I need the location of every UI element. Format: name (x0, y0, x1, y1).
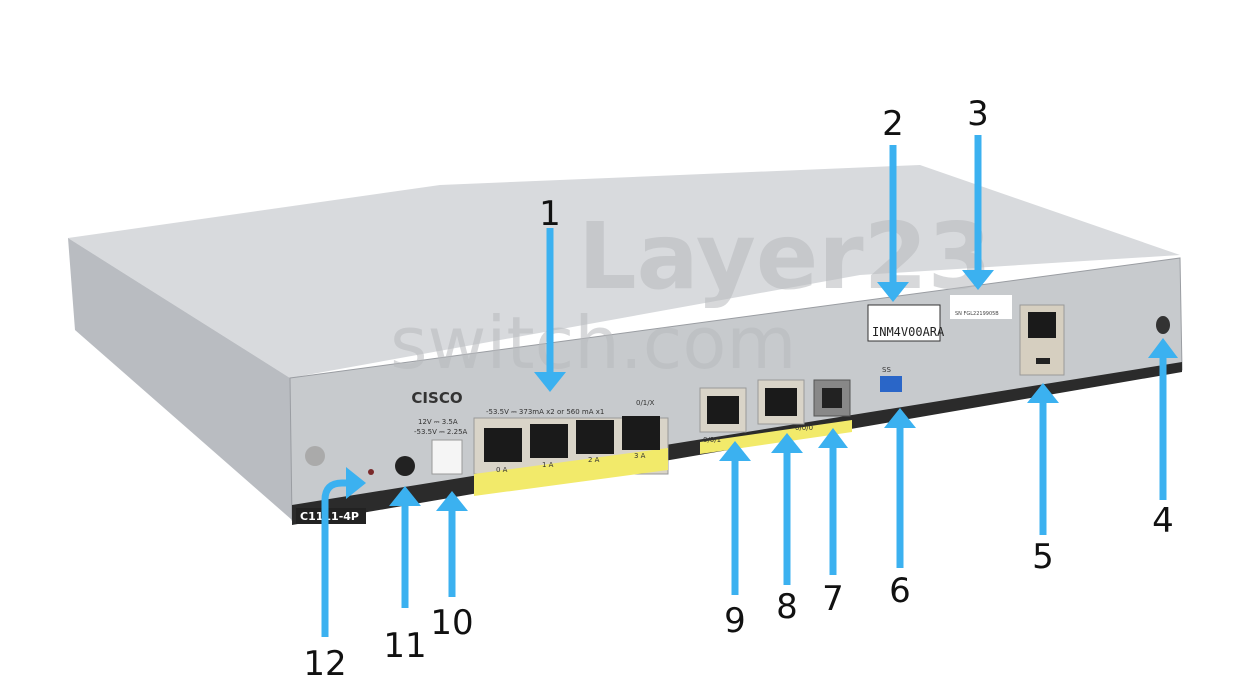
wan-port-jack (707, 396, 739, 424)
port-label: 0 A (496, 466, 508, 474)
wan-label-1: 0/0/1 (703, 436, 721, 444)
callout-11: 11 (383, 626, 426, 666)
callout-8: 8 (776, 587, 798, 627)
watermark-line2: switch.com (390, 301, 797, 385)
port-label: 1 A (542, 461, 554, 469)
usb-port[interactable] (880, 376, 902, 392)
callout-9: 9 (724, 601, 746, 641)
kensington-lock-slot[interactable] (1156, 316, 1170, 334)
model-label: C1111-4P (300, 510, 359, 523)
callout-3: 3 (967, 94, 989, 134)
sn-text: SN FGL2219905B (955, 311, 999, 317)
power-connector (431, 439, 463, 475)
sfp-slot (822, 388, 842, 408)
model-strip (296, 508, 366, 524)
callout-numbers: 1 2 3 4 5 6 7 8 9 10 11 12 (303, 94, 1173, 684)
sn-label (950, 295, 1012, 319)
callout-7: 7 (822, 579, 844, 619)
serial-text: INM4V00ARA (872, 325, 945, 339)
console-usb[interactable] (1036, 358, 1050, 364)
power-rating-1: 12V ⎓ 3.5A (418, 418, 458, 426)
switch-ports: 0 A 1 A 2 A 3 A (484, 416, 660, 474)
callout-4: 4 (1152, 501, 1174, 541)
power-rating-2: -53.5V ⎓ 2.25A (414, 428, 468, 436)
port-label: 3 A (634, 452, 646, 460)
callout-2: 2 (882, 104, 904, 144)
chassis-top (68, 165, 1180, 378)
callout-10: 10 (430, 603, 473, 643)
lan-port[interactable] (530, 424, 568, 458)
callout-12: 12 (303, 644, 346, 684)
port-label: 2 A (588, 456, 600, 464)
usb-label: SS (882, 366, 891, 374)
lan-port[interactable] (484, 428, 522, 462)
power-button[interactable] (395, 456, 415, 476)
wan-port-jack (765, 388, 797, 416)
lan-port[interactable] (622, 416, 660, 450)
cisco-logo: CISCO (411, 389, 462, 407)
callout-6: 6 (889, 571, 911, 611)
reset-led (368, 469, 374, 475)
switch-group-label: 0/1/X (636, 399, 655, 407)
watermark-line1: Layer23 (578, 203, 992, 310)
serial-label (867, 304, 941, 342)
callout-1: 1 (539, 194, 561, 234)
callout-5: 5 (1032, 537, 1054, 577)
callout-arrows (321, 135, 1178, 637)
ground-screw (305, 446, 325, 466)
chassis-side (68, 238, 292, 520)
poe-yellow-strip (474, 448, 668, 496)
console-rj45 (1028, 312, 1056, 338)
wan-label-0: 0/0/0 (795, 424, 813, 432)
poe-rating: -53.5V ⎓ 373mA x2 or 560 mA x1 (486, 408, 604, 416)
lan-port[interactable] (576, 420, 614, 454)
